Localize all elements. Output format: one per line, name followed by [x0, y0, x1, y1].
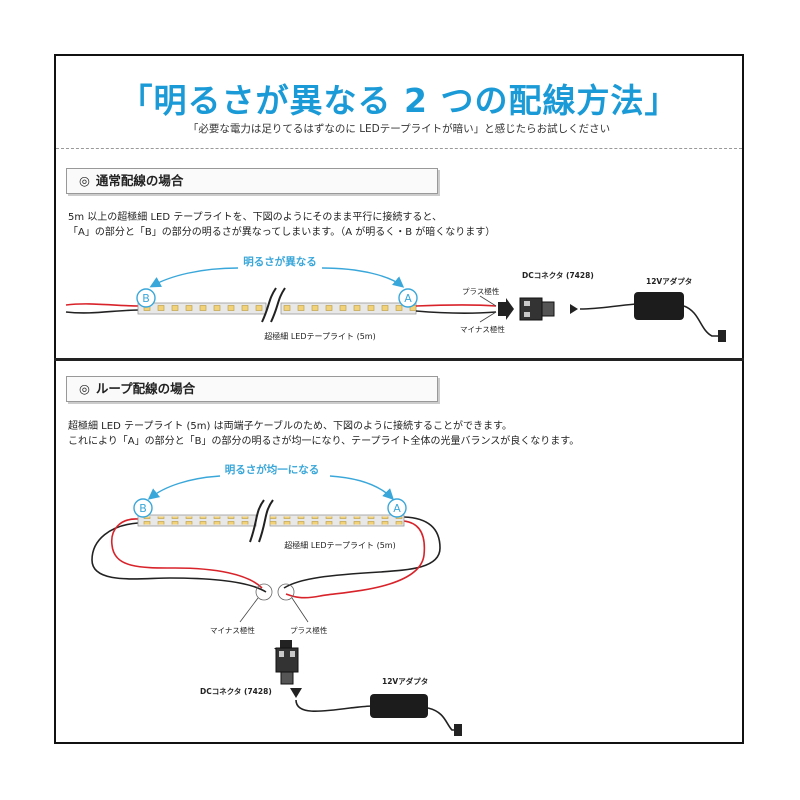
break-mark [258, 499, 274, 543]
page-subtitle: 「必要な電力は足りてるはずなのに LEDテープライトが暗い」と感じたらお試しくだ… [187, 123, 611, 135]
s2-connector-label: DCコネクタ (7428) [200, 686, 272, 696]
s1-strip-label: 超極細 LEDテープライト (5m) [264, 331, 375, 341]
section2-heading: ループ配線の場合 [95, 381, 196, 396]
led-chips [138, 516, 256, 525]
dashed-separator [56, 148, 742, 149]
bullet-circle-icon: ◎ [79, 173, 90, 188]
adapter-cord [427, 707, 458, 731]
s2-strip-label: 超極細 LEDテープライト (5m) [284, 540, 395, 550]
section2-para-line1: 超極細 LED テープライト (5m) は両端子ケーブルのため、下図のように接続… [68, 421, 513, 432]
s1-arc-label: 明るさが異なる [243, 255, 317, 268]
arc-arrow-right [329, 475, 394, 500]
wire-red [65, 303, 141, 307]
small-arrow-icon [290, 688, 302, 698]
pointer-line [239, 597, 259, 623]
wire-black [65, 309, 141, 314]
marker-b-icon [133, 498, 153, 518]
s2-minus-label: マイナス極性 [210, 625, 255, 635]
adapter-cable [579, 303, 637, 310]
wire-black [415, 310, 497, 314]
s1-minus-label: マイナス極性 [460, 324, 505, 334]
arc-arrow-left [147, 475, 221, 500]
section1-para-line1: 5m 以上の超極細 LED テープライトを、下図のようにそのまま平行に接続すると… [68, 212, 443, 223]
junction-circle [277, 583, 295, 601]
break-mark [249, 499, 265, 543]
section1-diagram [65, 267, 726, 342]
adapter-cable [295, 699, 373, 713]
dc-connector-plug [280, 671, 294, 685]
s2-plus-label: プラス極性 [290, 625, 328, 635]
bullet-circle-icon: ◎ [79, 381, 90, 396]
section2-diagram [91, 475, 462, 736]
led-chips [138, 304, 266, 313]
s2-arc-label: 明るさが均一になる [225, 463, 320, 476]
break-mark [270, 287, 286, 323]
junction-circle [255, 583, 273, 601]
arc-arrow-right [321, 267, 405, 288]
wire-red [415, 304, 497, 307]
s1-marker-a: A [404, 292, 412, 305]
section2-heading-box: ◎ ループ配線の場合 [66, 376, 438, 402]
marker-a-icon [398, 288, 418, 308]
pointer-line [479, 311, 497, 323]
power-adapter [634, 292, 684, 320]
section1-heading-box: ◎ 通常配線の場合 [66, 168, 438, 194]
section2-para-line2: これにより「A」の部分と「B」の部分の明るさが均一になり、テープライト全体の光量… [68, 436, 580, 447]
s1-adapter-label: 12Vアダプタ [646, 276, 692, 286]
led-chips [281, 304, 416, 313]
plug-icon [454, 724, 462, 736]
adapter-cord [683, 305, 722, 337]
marker-b-icon [136, 288, 156, 308]
section1-heading: 通常配線の場合 [95, 173, 184, 188]
plug-icon [718, 330, 726, 342]
section-divider [54, 358, 744, 361]
section1-para-line2: 「A」の部分と「B」の部分の明るさが異なってしまいます。（A が明るく・B が暗… [68, 227, 496, 238]
page-title: 「明るさが異なる 2 つの配線方法」 [119, 81, 679, 120]
power-adapter [370, 694, 428, 718]
dc-connector-plug [541, 301, 555, 317]
pointer-line [291, 597, 309, 623]
s1-plus-label: プラス極性 [462, 286, 500, 296]
led-chips [270, 516, 404, 525]
arc-arrow-left [149, 267, 239, 288]
s2-marker-a: A [393, 502, 401, 515]
s2-adapter-label: 12Vアダプタ [382, 676, 428, 686]
break-mark [261, 287, 277, 323]
s2-marker-b: B [139, 502, 147, 515]
s1-marker-b: B [142, 292, 150, 305]
marker-a-icon [387, 498, 407, 518]
wire-black [91, 522, 267, 593]
wire-red [285, 520, 426, 599]
small-arrow-icon [570, 304, 578, 314]
dc-connector-body [519, 297, 543, 321]
wire-black [283, 516, 441, 589]
black-arrow-icon [498, 298, 514, 320]
diagram-frame [54, 54, 744, 744]
wire-red [111, 518, 263, 589]
pointer-line [479, 295, 497, 307]
s1-connector-label: DCコネクタ (7428) [522, 270, 594, 280]
